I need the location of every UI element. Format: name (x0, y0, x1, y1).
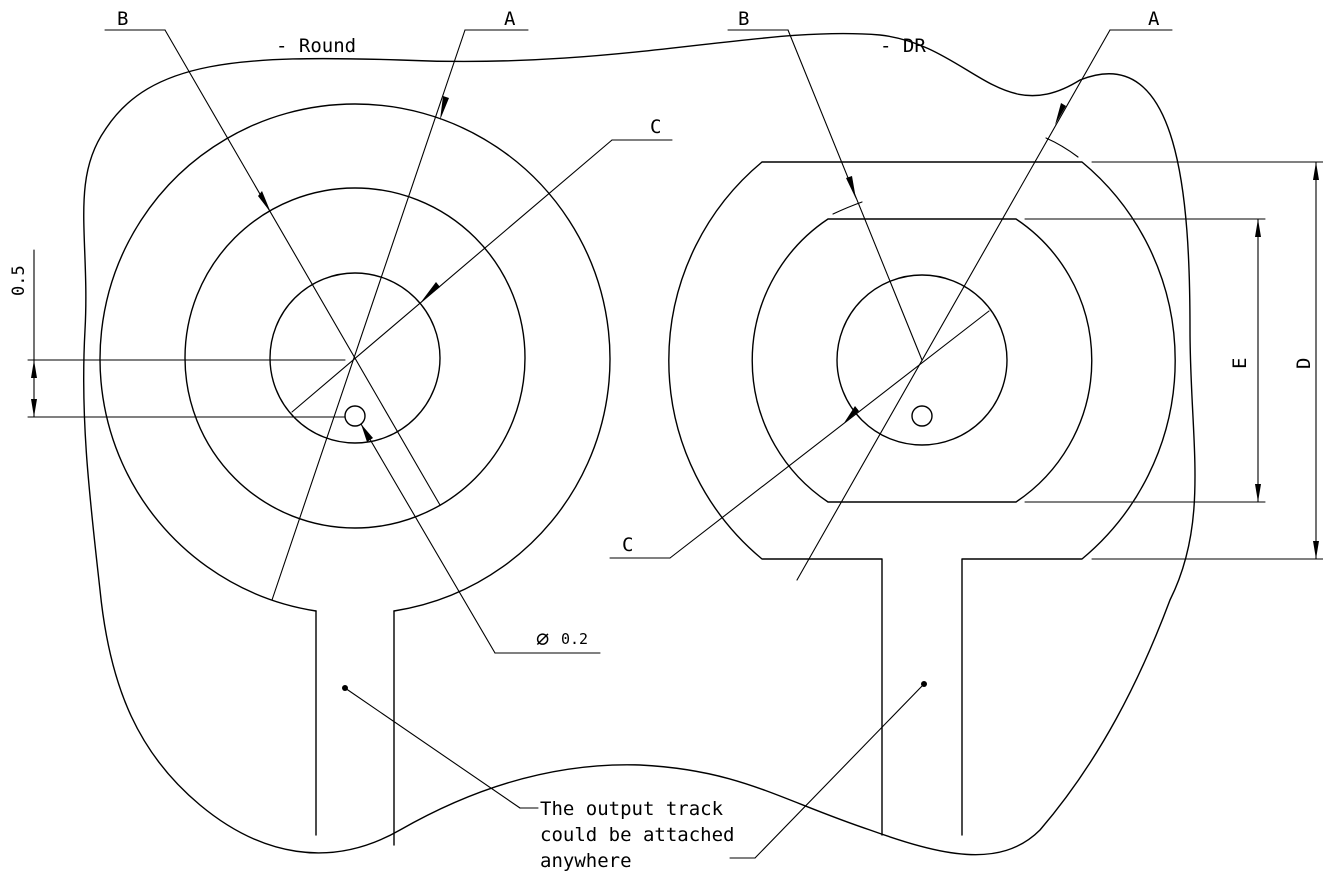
dr-b-arrow (846, 176, 856, 199)
round-outer-ring (99, 103, 611, 612)
dr-dim-d: D (1293, 358, 1315, 369)
round-leaders (27, 29, 673, 654)
round-label-c: C (650, 116, 661, 138)
round-offset-dim: 0.5 (9, 265, 29, 296)
round-hole-arrow (361, 424, 373, 442)
dr-label-b: B (738, 8, 749, 30)
dr-c-arrow (844, 406, 859, 423)
note-line-1: The output track (540, 798, 724, 820)
dr-title: - DR (880, 35, 926, 57)
round-middle-ring (184, 187, 526, 529)
note-line-2: could be attached (540, 824, 734, 846)
dr-inner-circle (836, 274, 1008, 446)
dr-label-a: A (1148, 8, 1160, 30)
round-label-b: B (117, 8, 128, 30)
dr-dim-e: E (1229, 358, 1251, 369)
round-a-arrow (440, 96, 449, 120)
note-line-3: anywhere (540, 850, 632, 872)
round-drill-hole (344, 405, 366, 427)
round-hole-dim-value: 0.2 (561, 630, 588, 648)
dr-outer-shape (668, 161, 1176, 836)
round-b-arrow (258, 191, 271, 213)
track-note-leaders (342, 681, 927, 859)
round-inner-circle (269, 272, 441, 444)
round-title: - Round (276, 35, 356, 57)
round-label-a: A (504, 8, 516, 30)
round-c-arrow (421, 282, 440, 302)
dr-label-c: C (622, 534, 633, 556)
round-pad (99, 103, 611, 846)
dr-drill-hole (911, 405, 933, 427)
round-hole-dim-symbol: ∅ (536, 627, 549, 652)
dr-pad (668, 137, 1176, 836)
dr-a-arrow (1055, 103, 1066, 125)
dr-leaders (609, 29, 1323, 581)
dr-middle-shape (751, 218, 1093, 503)
board-outline (82, 32, 1196, 856)
